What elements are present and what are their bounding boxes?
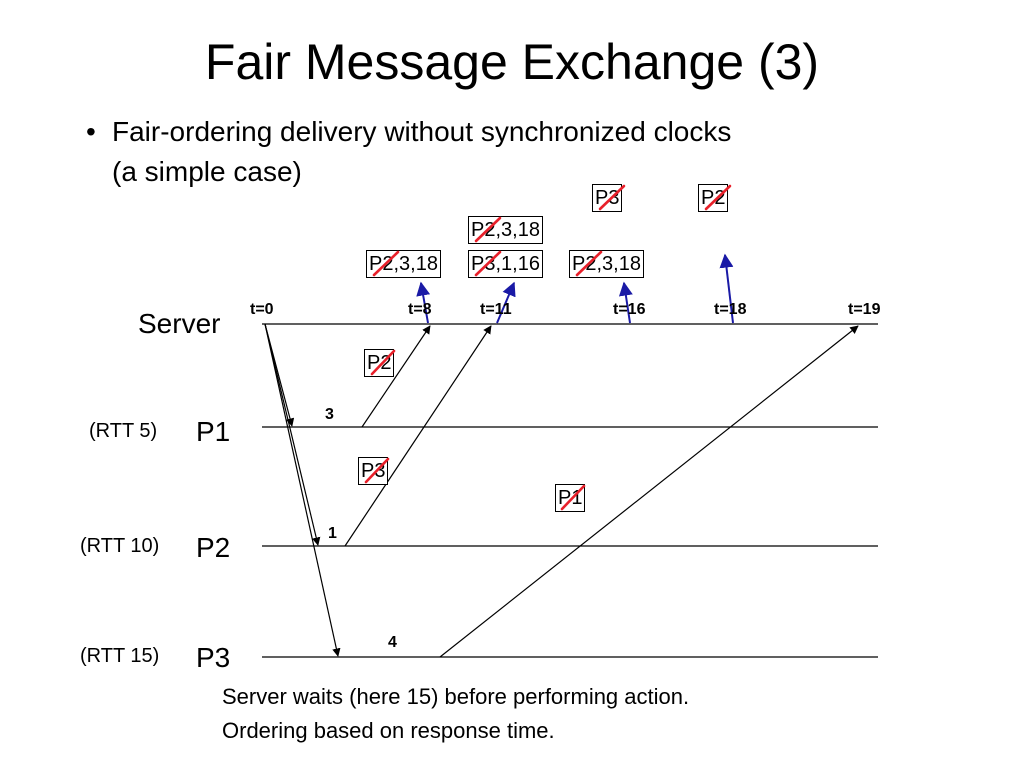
p1-response-arrow — [361, 325, 431, 428]
strike-mark-queue-t16 — [575, 250, 603, 277]
bullet-marker: • — [86, 116, 96, 147]
time-label-t11: t=11 — [480, 301, 512, 318]
footer-line-1: Server waits (here 15) before performing… — [222, 684, 690, 709]
queue-entry-t11-a: P2,3,18 — [468, 216, 543, 244]
broadcast-to-p2-arrow — [264, 323, 321, 546]
upcall-arrow-t18 — [719, 253, 734, 324]
bullet-line-2: (a simple case) — [112, 156, 302, 187]
p2-rtt-label: (RTT 10) — [80, 535, 160, 557]
strike-mark-p1-message — [560, 484, 586, 511]
broadcast-to-p3-arrow — [264, 323, 341, 657]
queue-entry-t11-b-label: P3,1,16 — [471, 253, 540, 275]
slide-title: Fair Message Exchange (3) — [204, 34, 820, 90]
delivered-t18-label: P2 — [701, 187, 726, 209]
delivered-t16-label: P3 — [595, 187, 620, 209]
strike-mark-delivered-t18 — [704, 184, 732, 211]
delivered-t16-box: P3 — [592, 184, 623, 212]
queue-entry-t11-a-label: P2,3,18 — [471, 219, 540, 241]
time-label-t19: t=19 — [848, 301, 881, 318]
queue-entry-t8: P2,3,18 — [366, 250, 441, 278]
strike-mark-p3-message — [364, 457, 390, 484]
p2-message-label: P2 — [367, 352, 392, 374]
queue-entry-t16: P2,3,18 — [569, 250, 644, 278]
queue-entry-t8-label: P2,3,18 — [369, 253, 438, 275]
p2-message-box: P2 — [364, 349, 395, 377]
strike-mark-queue-t11-a — [474, 216, 502, 243]
server-label: Server — [138, 308, 221, 339]
strike-mark-p2-message — [370, 349, 396, 376]
strike-mark-queue-t8 — [372, 250, 400, 277]
strike-mark-delivered-t16 — [598, 184, 626, 211]
upcall-arrow-t11 — [496, 281, 516, 324]
p3-delay-label: 4 — [388, 634, 397, 651]
delivered-t18-box: P2 — [698, 184, 729, 212]
time-label-t0: t=0 — [250, 301, 274, 318]
upcall-arrow-t8 — [416, 281, 431, 324]
bullet-text: Fair-ordering delivery without synchroni… — [112, 112, 731, 192]
p3-label: P3 — [196, 642, 231, 673]
footer-line-2: Ordering based on response time. — [222, 718, 555, 743]
time-label-t8: t=8 — [408, 301, 432, 318]
upcall-arrow-t16 — [618, 281, 633, 324]
p1-label: P1 — [196, 416, 231, 447]
p3-message-box: P3 — [358, 457, 389, 485]
footer-note: Server waits (here 15) before performing… — [222, 680, 689, 748]
p3-message-label: P3 — [361, 460, 386, 482]
time-label-t18: t=18 — [714, 301, 747, 318]
p3-rtt-label: (RTT 15) — [80, 645, 160, 667]
queue-entry-t11-b: P3,1,16 — [468, 250, 543, 278]
p2-delay-label: 1 — [328, 525, 337, 542]
p1-delay-label: 3 — [325, 406, 334, 423]
p2-label: P2 — [196, 532, 231, 563]
strike-mark-queue-t11-b — [474, 250, 502, 277]
p3-response-arrow — [439, 325, 859, 658]
p1-rtt-label: (RTT 5) — [89, 420, 158, 442]
queue-entry-t16-label: P2,3,18 — [572, 253, 641, 275]
time-label-t16: t=16 — [613, 301, 646, 318]
bullet-line-1: Fair-ordering delivery without synchroni… — [112, 116, 732, 147]
p2-response-arrow — [344, 325, 492, 547]
